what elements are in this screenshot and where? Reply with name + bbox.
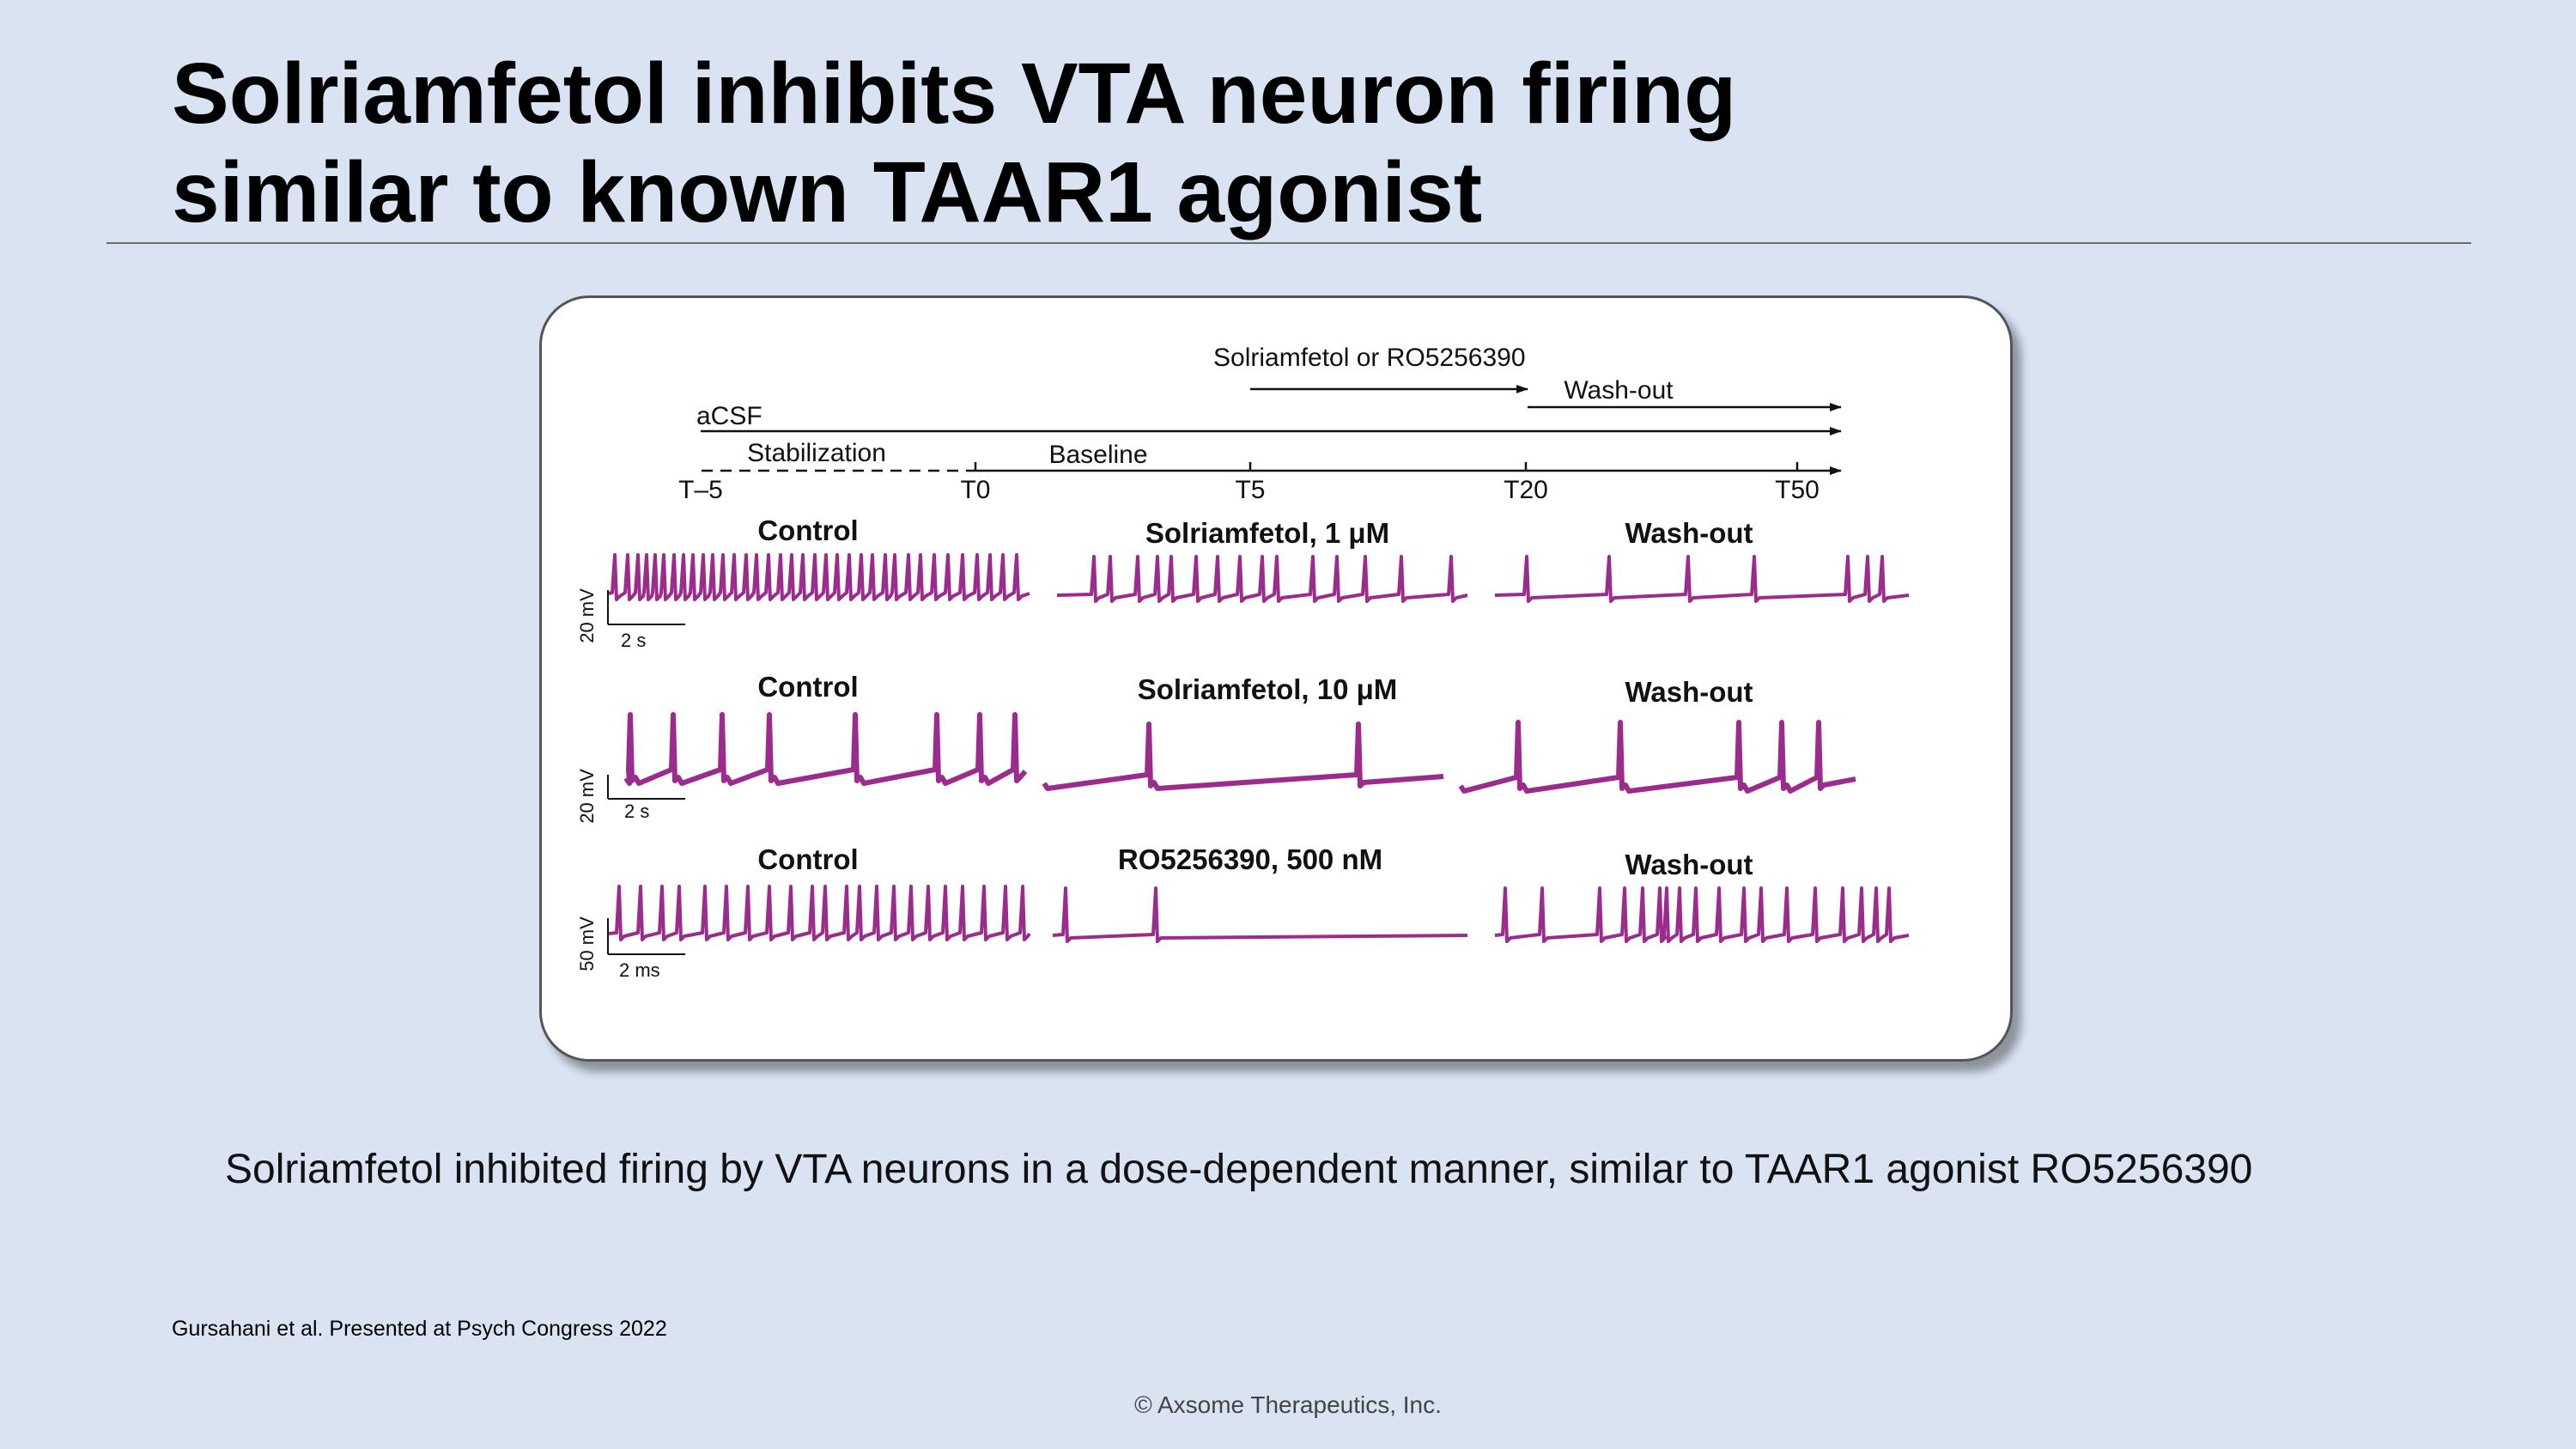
row1-washout-title: Wash-out: [1625, 517, 1753, 549]
row2-drug-trace: [1042, 721, 1444, 791]
row3-control-trace: [608, 885, 1031, 941]
recording-row-2: Control Solriamfetol, 10 μM Wash-out 20 …: [576, 671, 1856, 824]
acsf-label: aCSF: [696, 402, 762, 430]
recording-row-1: Control Solriamfetol, 1 μM Wash-out 20 m…: [576, 514, 1910, 651]
row2-scale-time: 2 s: [624, 801, 649, 822]
drug-application-label: Solriamfetol or RO5256390: [1213, 344, 1526, 372]
row3-drug-title: RO5256390, 500 nM: [1118, 843, 1382, 875]
row3-scale-time: 2 ms: [619, 959, 660, 981]
baseline-label: Baseline: [1048, 441, 1147, 469]
row2-scale-voltage: 20 mV: [576, 769, 598, 824]
citation: Gursahani et al. Presented at Psych Cong…: [172, 1317, 667, 1341]
row2-washout-title: Wash-out: [1625, 676, 1753, 708]
row2-control-trace: [623, 712, 1028, 786]
stabilization-label: Stabilization: [747, 439, 886, 467]
row1-scale-time: 2 s: [621, 630, 646, 651]
row3-scale-voltage: 50 mV: [576, 916, 598, 971]
row1-drug-trace: [1056, 555, 1468, 603]
tick-label-t5: T5: [1235, 476, 1265, 504]
row3-drug-trace: [1052, 886, 1468, 943]
row1-scale-voltage: 20 mV: [576, 588, 598, 643]
title-divider: [106, 242, 2471, 244]
tick-label-t20: T20: [1504, 476, 1548, 504]
washout-timeline-label: Wash-out: [1564, 376, 1674, 405]
slide-title: Solriamfetol inhibits VTA neuron firing …: [172, 45, 1736, 242]
row3-control-title: Control: [757, 843, 858, 875]
row2-control-title: Control: [757, 671, 858, 703]
copyright-notice: © Axsome Therapeutics, Inc.: [1134, 1391, 1442, 1418]
row2-drug-title: Solriamfetol, 10 μM: [1138, 673, 1398, 705]
tick-label-t50: T50: [1775, 476, 1820, 504]
row1-control-trace: [608, 553, 1030, 601]
recording-row-3: Control RO5256390, 500 nM Wash-out 50 mV…: [576, 843, 1910, 981]
slide-caption: Solriamfetol inhibited firing by VTA neu…: [225, 1147, 2253, 1192]
row1-washout-trace: [1494, 555, 1910, 603]
tick-label-t0: T0: [960, 476, 990, 504]
row2-washout-trace: [1458, 720, 1856, 794]
experiment-timeline: Solriamfetol or RO5256390 Wash-out aCSF …: [678, 344, 1842, 504]
tick-label-t-minus-5: T–5: [678, 476, 723, 504]
row1-control-title: Control: [757, 514, 858, 546]
row3-washout-title: Wash-out: [1625, 849, 1753, 880]
row1-drug-title: Solriamfetol, 1 μM: [1145, 517, 1389, 549]
row3-washout-trace: [1494, 886, 1910, 943]
title-line-1: Solriamfetol inhibits VTA neuron firing: [172, 46, 1737, 142]
title-line-2: similar to known TAAR1 agonist: [172, 144, 1483, 240]
electrophysiology-figure: Solriamfetol or RO5256390 Wash-out aCSF …: [539, 295, 2013, 1062]
figure-canvas: Solriamfetol or RO5256390 Wash-out aCSF …: [576, 344, 1910, 981]
